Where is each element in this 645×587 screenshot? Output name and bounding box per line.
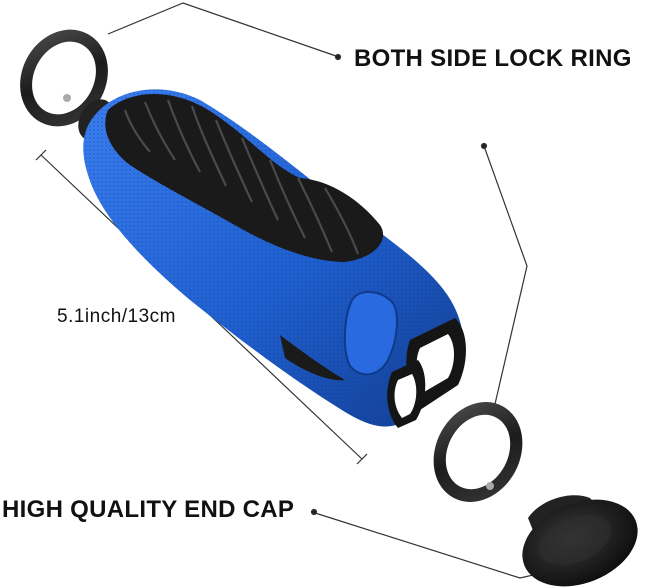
grip-ribs [123, 99, 360, 255]
length-tick-end [356, 453, 368, 465]
handlebar-grip [83, 89, 466, 428]
length-tick-start [35, 149, 47, 161]
grip-lower-strip [280, 335, 345, 381]
lock-ring-leader-dot [334, 53, 342, 61]
lock-ring-label: BOTH SIDE LOCK RING [354, 45, 632, 72]
grip-thumb-pad [343, 291, 398, 376]
lock-ring-leader-right [483, 145, 528, 405]
grip-clamp-end [387, 318, 466, 428]
right-lock-ring [433, 402, 523, 502]
lock-ring-leader-top [107, 2, 337, 57]
end-cap-leader-dot [310, 508, 318, 516]
grip-black-rubber [105, 93, 384, 263]
length-label: 5.1inch/13cm [57, 306, 177, 327]
end-cap-label: HIGH QUALITY END CAP [2, 496, 295, 523]
lock-ring-leader-dot-right [480, 142, 488, 150]
left-lock-ring [20, 29, 108, 127]
end-cap [522, 495, 638, 587]
